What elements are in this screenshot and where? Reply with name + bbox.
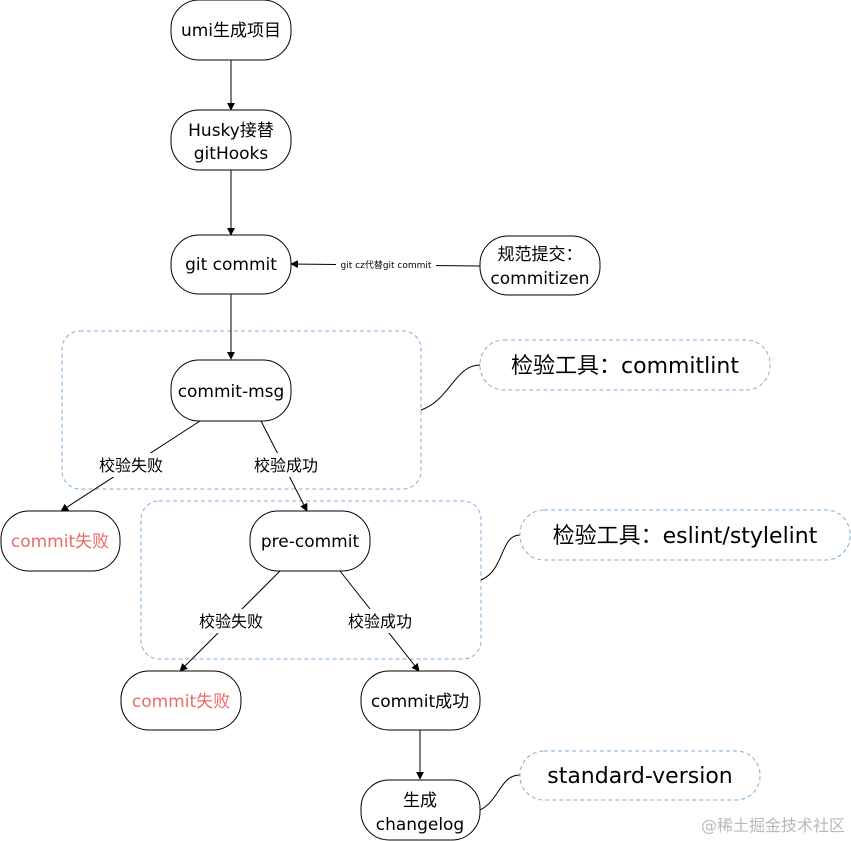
node-changelog: 生成 changelog [360, 779, 481, 841]
edge-label-success2: 校验成功 [348, 612, 412, 631]
commitlint-group [61, 330, 422, 490]
commitlint-callout-connector [420, 364, 481, 411]
node-husky-label-line2: gitHooks [194, 144, 269, 164]
node-commitizen-label-line1: 规范提交： [498, 245, 583, 265]
edge-label-success1: 校验成功 [254, 456, 318, 475]
node-umi-label: umi生成项目 [181, 21, 281, 41]
node-changelog-label-line2: changelog [376, 815, 464, 835]
callout-eslint: 检验工具：eslint/stylelint [519, 509, 851, 561]
callout-commitlint: 检验工具：commitlint [479, 339, 771, 391]
node-success: commit成功 [360, 670, 481, 731]
node-pre-commit-label: pre-commit [261, 532, 360, 552]
callout-eslint-label: 检验工具：eslint/stylelint [553, 524, 818, 549]
node-commitizen: 规范提交： commitizen [479, 235, 601, 296]
node-fail2: commit失败 [120, 670, 242, 731]
node-umi: umi生成项目 [170, 0, 292, 61]
edge-label-cz: git cz代替git commit [341, 259, 432, 271]
callout-standard-version: standard-version [519, 750, 761, 801]
edge-label-fail1: 校验失败 [99, 456, 163, 475]
node-changelog-label-line1: 生成 [403, 791, 437, 811]
eslint-callout-connector [480, 534, 521, 581]
node-git-commit-label: git commit [185, 255, 277, 275]
node-commit-msg-label: commit-msg [178, 382, 285, 402]
watermark: @稀土掘金技术社区 [701, 816, 845, 835]
callout-commitlint-label: 检验工具：commitlint [511, 354, 739, 379]
callout-standard-version-label: standard-version [547, 764, 733, 789]
node-commitizen-label-line2: commitizen [490, 269, 589, 289]
node-fail1: commit失败 [0, 510, 121, 572]
node-pre-commit: pre-commit [249, 510, 371, 572]
node-husky-label-line1: Husky接替 [188, 121, 274, 141]
edge-label-fail2: 校验失败 [199, 612, 263, 631]
standard-version-callout-connector [479, 774, 521, 811]
node-fail2-label: commit失败 [132, 692, 230, 712]
node-commit-msg: commit-msg [170, 359, 292, 422]
node-fail1-label: commit失败 [11, 532, 109, 552]
node-husky: Husky接替 gitHooks [170, 109, 292, 171]
node-success-label: commit成功 [371, 692, 469, 712]
node-git-commit: git commit [170, 234, 292, 295]
